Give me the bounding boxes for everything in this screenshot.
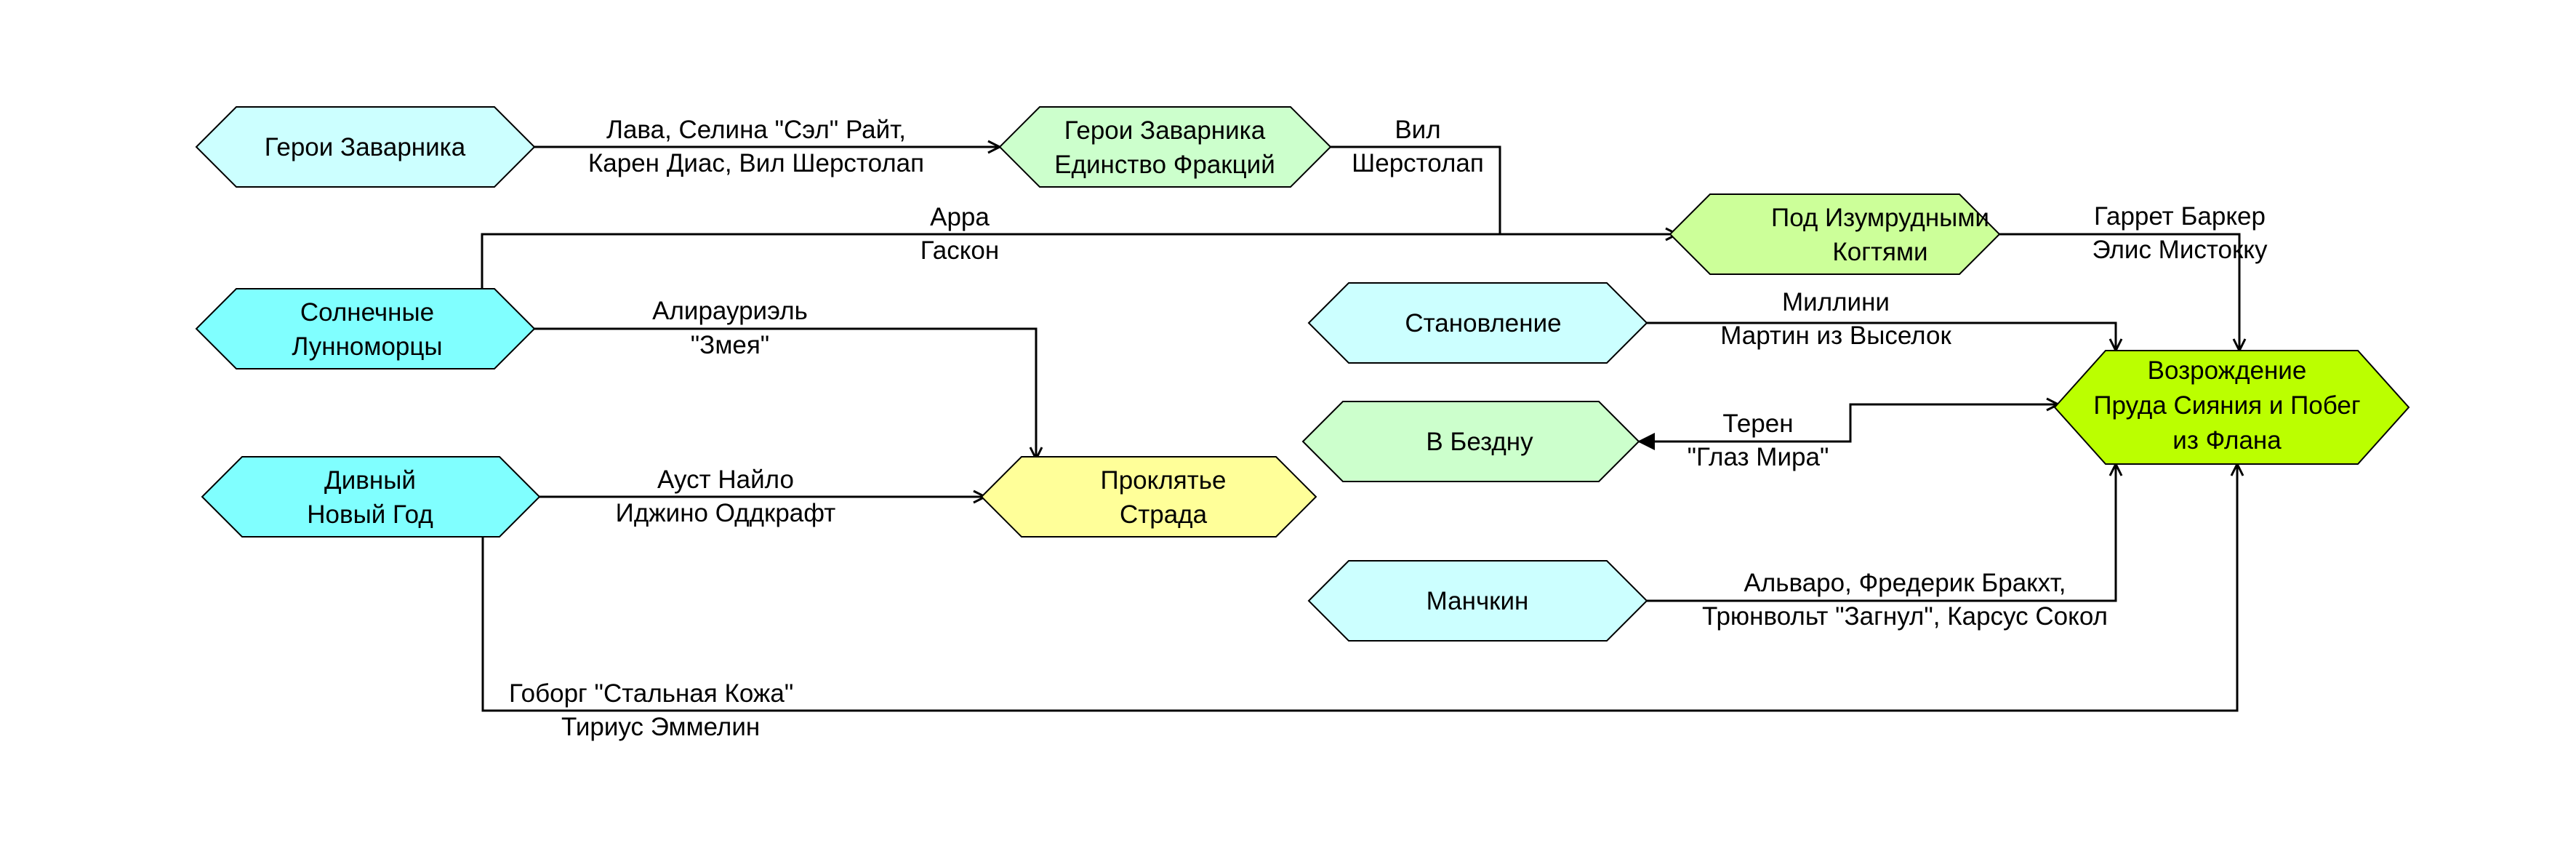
edge-label-line: Ауст Найло bbox=[657, 466, 794, 494]
node-solnechnye: Солнечные Лунноморцы bbox=[195, 288, 536, 369]
edge-label-arra: Арра Гаскон bbox=[920, 203, 999, 265]
edge-label-goborg: Гоборг "Стальная Кожа" Тириус Эммелин bbox=[509, 679, 793, 741]
connectors bbox=[481, 145, 2239, 712]
node-manchkin: Манчкин bbox=[1307, 560, 1648, 642]
node-label: Герои Заварника bbox=[1064, 116, 1266, 145]
edge-label-line: Лава, Селина "Сэл" Райт, bbox=[606, 116, 906, 144]
node-vozrozhdenie: Возрождение Пруда Сияния и Побег из Флан… bbox=[2053, 350, 2410, 465]
edge-label-line: Арра bbox=[930, 203, 990, 231]
edge-label-aliraurial: Алирауриэль "Змея" bbox=[652, 297, 808, 359]
node-label: Манчкин bbox=[1427, 587, 1529, 615]
edge-line-divny-to-vozrozhdenie bbox=[481, 464, 2237, 712]
node-label: Дивный bbox=[324, 466, 416, 495]
edge-label-alvaro: Альваро, Фредерик Бракхт, Трюнвольт "Заг… bbox=[1702, 569, 2108, 631]
edge-label-line: Шерстолап bbox=[1352, 149, 1484, 177]
edge-line-stanovlenie-to-vozrozhdenie bbox=[1647, 321, 2116, 351]
node-divny: Дивный Новый Год bbox=[201, 456, 541, 538]
edge-label-garret: Гаррет Баркер Элис Мистокку bbox=[2092, 202, 2268, 264]
edge-line-manchkin-to-vozrozhdenie bbox=[1647, 464, 2116, 602]
node-label: из Флана bbox=[2172, 426, 2282, 455]
edge-label-vil: Вил Шерстолап bbox=[1352, 116, 1484, 177]
node-shape bbox=[201, 456, 541, 538]
edge-label-line: Терен bbox=[1722, 409, 1793, 438]
edge-label-line: Карен Диас, Вил Шерстолап bbox=[588, 149, 924, 177]
node-proklyatie: Проклятье Страда bbox=[980, 456, 1317, 538]
node-shape bbox=[980, 456, 1317, 538]
node-label: Лунноморцы bbox=[292, 332, 442, 361]
node-label: Возрождение bbox=[2148, 356, 2307, 385]
node-shape bbox=[2053, 350, 2410, 465]
edge-label-millini: Миллини Мартин из Выселок bbox=[1720, 288, 1951, 350]
node-label: Новый Год bbox=[307, 500, 433, 529]
node-geroi: Герои Заварника bbox=[195, 106, 536, 188]
node-stanovlenie: Становление bbox=[1307, 282, 1648, 364]
node-label: Под Изумрудными bbox=[1771, 204, 1989, 232]
node-shape bbox=[1307, 282, 1648, 364]
edge-label-line: "Глаз Мира" bbox=[1688, 443, 1829, 471]
node-izumrud: Под Изумрудными Когтями bbox=[1669, 193, 2001, 275]
edge-label-line: Мартин из Выселок bbox=[1720, 321, 1951, 350]
edge-line-solnechnye-to-izumrud bbox=[481, 234, 1677, 293]
edge-label-line: Гаррет Баркер bbox=[2094, 202, 2266, 231]
edge-label-line: "Змея" bbox=[691, 331, 769, 359]
node-shape bbox=[195, 288, 536, 369]
node-geroi-edinstvo: Герои Заварника Единство Фракций bbox=[998, 106, 1332, 188]
node-label: Страда bbox=[1120, 500, 1208, 529]
node-label: В Бездну bbox=[1426, 428, 1533, 456]
node-label: Герои Заварника bbox=[265, 133, 466, 161]
edge-label-lava: Лава, Селина "Сэл" Райт, Карен Диас, Вил… bbox=[588, 116, 924, 177]
edge-label-teren: Терен "Глаз Мира" bbox=[1688, 409, 1829, 471]
edge-label-line: Вил bbox=[1395, 116, 1440, 144]
edge-label-line: Миллини bbox=[1782, 288, 1890, 316]
edge-label-line: Иджино Оддкрафт bbox=[616, 499, 836, 527]
edge-label-line: Алирауриэль bbox=[652, 297, 808, 325]
edge-label-line: Элис Мистокку bbox=[2092, 236, 2268, 264]
node-label: Становление bbox=[1405, 309, 1561, 337]
node-label: Солнечные bbox=[300, 298, 434, 327]
node-label: Пруда Сияния и Побег bbox=[2093, 391, 2360, 420]
edge-label-line: Гоборг "Стальная Кожа" bbox=[509, 679, 793, 708]
node-shape bbox=[1301, 401, 1640, 482]
node-label: Единство Фракций bbox=[1054, 151, 1275, 179]
edge-line-izumrud-to-vozrozhdenie bbox=[1999, 233, 2239, 351]
node-v-bezdnu: В Бездну bbox=[1301, 401, 1640, 482]
edge-line-vozrozhdenie-to-v-bezdnu bbox=[1637, 403, 2055, 450]
edge-line-edinstvo-to-izumrud bbox=[1331, 145, 1501, 234]
node-label: Когтями bbox=[1832, 238, 1927, 266]
edge-label-line: Тириус Эммелин bbox=[561, 713, 760, 741]
edge-label-line: Альваро, Фредерик Бракхт, bbox=[1744, 569, 2066, 597]
node-shape bbox=[195, 106, 536, 188]
edge-label-line: Трюнвольт "Загнул", Карсус Сокол bbox=[1702, 602, 2108, 631]
edge-line-solnechnye-to-proklyatie bbox=[534, 327, 1036, 459]
edge-label-line: Гаскон bbox=[920, 236, 999, 265]
node-label: Проклятье bbox=[1101, 466, 1227, 495]
edge-label-aust: Ауст Найло Иджино Оддкрафт bbox=[616, 466, 836, 527]
node-shape bbox=[998, 106, 1332, 188]
node-shape bbox=[1669, 193, 2001, 275]
node-shape bbox=[1307, 560, 1648, 642]
